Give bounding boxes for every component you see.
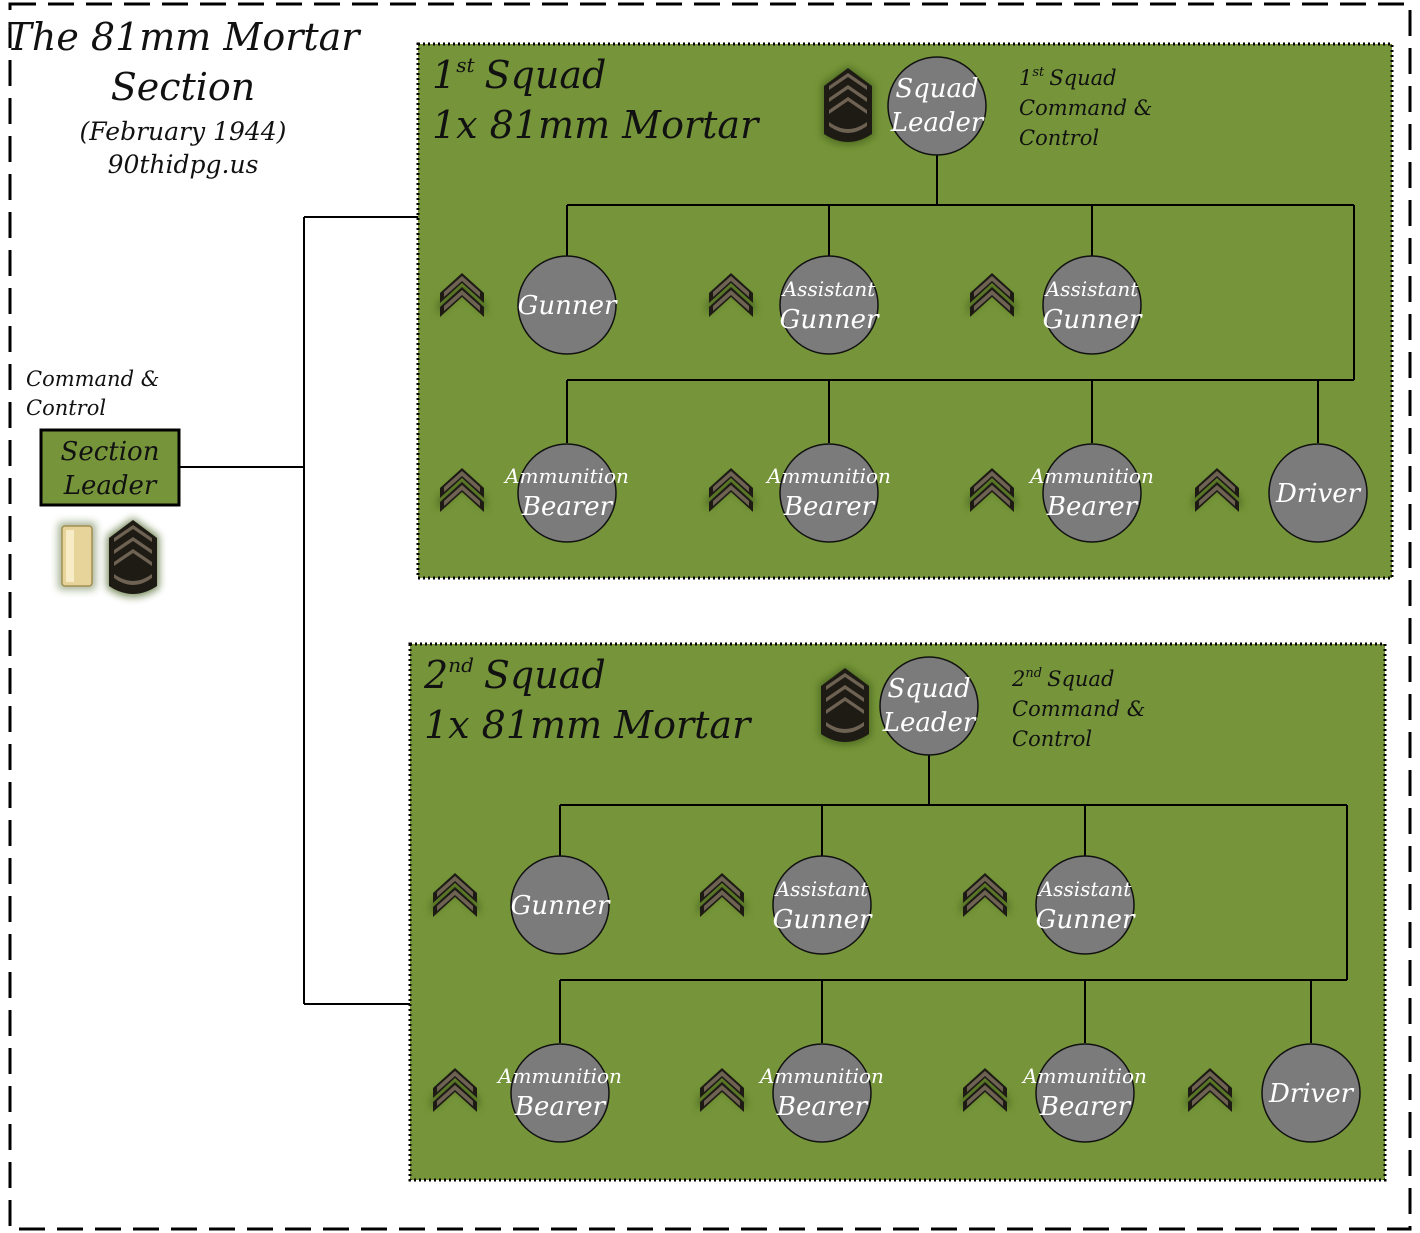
outer-frame [8, 2, 1412, 1231]
ammunition-bearer-label-2: Bearer [783, 492, 876, 522]
ammunition-bearer-label-2: Bearer [514, 1092, 607, 1122]
section-cc-line2: Control [26, 396, 106, 420]
squad-1-mortar: 1x 81mm Mortar [432, 103, 761, 147]
assistant-gunner-label-1: Assistant [774, 877, 869, 901]
driver-label: Driver [1275, 479, 1362, 509]
squad-2-mortar: 1x 81mm Mortar [424, 703, 753, 747]
driver-label: Driver [1268, 1079, 1355, 1109]
title-line1: The 81mm Mortar [7, 15, 363, 59]
assistant-gunner-node [772, 855, 872, 955]
ammunition-bearer-label-1: Ammunition [758, 1064, 884, 1088]
squad-2-cc-line3: Control [1012, 727, 1092, 751]
ammunition-bearer-label-2: Bearer [1046, 492, 1139, 522]
assistant-gunner-label-2: Gunner [1043, 305, 1143, 335]
ammunition-bearer-label-2: Bearer [776, 1092, 869, 1122]
squad-1-cc-line3: Control [1019, 126, 1099, 150]
driver-node [1261, 1043, 1361, 1143]
second-lieutenant-bar-icon [58, 522, 96, 590]
ammunition-bearer-label-1: Ammunition [1028, 464, 1154, 488]
assistant-gunner-node [779, 255, 879, 355]
assistant-gunner-label-2: Gunner [1036, 905, 1136, 935]
assistant-gunner-label-2: Gunner [780, 305, 880, 335]
squad-1-cc-line2: Command & [1019, 96, 1152, 120]
assistant-gunner-node [1035, 855, 1135, 955]
gunner-node [517, 255, 617, 355]
ammunition-bearer-label-1: Ammunition [496, 1064, 622, 1088]
squad-leader-label-1: Squad [895, 74, 978, 104]
gunner-label: Gunner [511, 891, 611, 921]
ammunition-bearer-node [510, 1043, 610, 1143]
ammunition-bearer-label-1: Ammunition [1021, 1064, 1147, 1088]
section-connectors [179, 216, 418, 1005]
ammunition-bearer-label-2: Bearer [521, 492, 614, 522]
assistant-gunner-label-2: Gunner [773, 905, 873, 935]
title-line2: Section [111, 65, 256, 109]
squad-2-connectors [559, 755, 1348, 1043]
ammunition-bearer-label-1: Ammunition [503, 464, 629, 488]
driver-node [1268, 443, 1368, 543]
squad-leader-label-2: Leader [890, 108, 985, 138]
gunner-label: Gunner [518, 291, 618, 321]
assistant-gunner-node [1042, 255, 1142, 355]
ammunition-bearer-node [779, 443, 879, 543]
squad-leader-label-2: Leader [882, 708, 977, 738]
section-leader-line2: Leader [63, 471, 158, 501]
ammunition-bearer-node [517, 443, 617, 543]
ammunition-bearer-label-1: Ammunition [765, 464, 891, 488]
squad-2-cc-line2: Command & [1012, 697, 1145, 721]
gunner-node [510, 855, 610, 955]
ammunition-bearer-node [772, 1043, 872, 1143]
squad-leader-node [879, 656, 979, 756]
assistant-gunner-label-1: Assistant [781, 277, 876, 301]
section-cc-line1: Command & [26, 367, 159, 391]
ammunition-bearer-node [1042, 443, 1142, 543]
squad-leader-label-1: Squad [887, 674, 970, 704]
squad-1-connectors [566, 155, 1355, 443]
assistant-gunner-label-1: Assistant [1037, 877, 1132, 901]
title-site: 90thidpg.us [108, 150, 259, 179]
assistant-gunner-label-1: Assistant [1044, 277, 1139, 301]
squad-leader-node [887, 56, 987, 156]
title-date: (February 1944) [80, 117, 287, 146]
ammunition-bearer-label-2: Bearer [1039, 1092, 1132, 1122]
staff-sergeant-chevron-icon [107, 518, 159, 597]
ammunition-bearer-node [1035, 1043, 1135, 1143]
section-leader-line1: Section [61, 437, 160, 467]
